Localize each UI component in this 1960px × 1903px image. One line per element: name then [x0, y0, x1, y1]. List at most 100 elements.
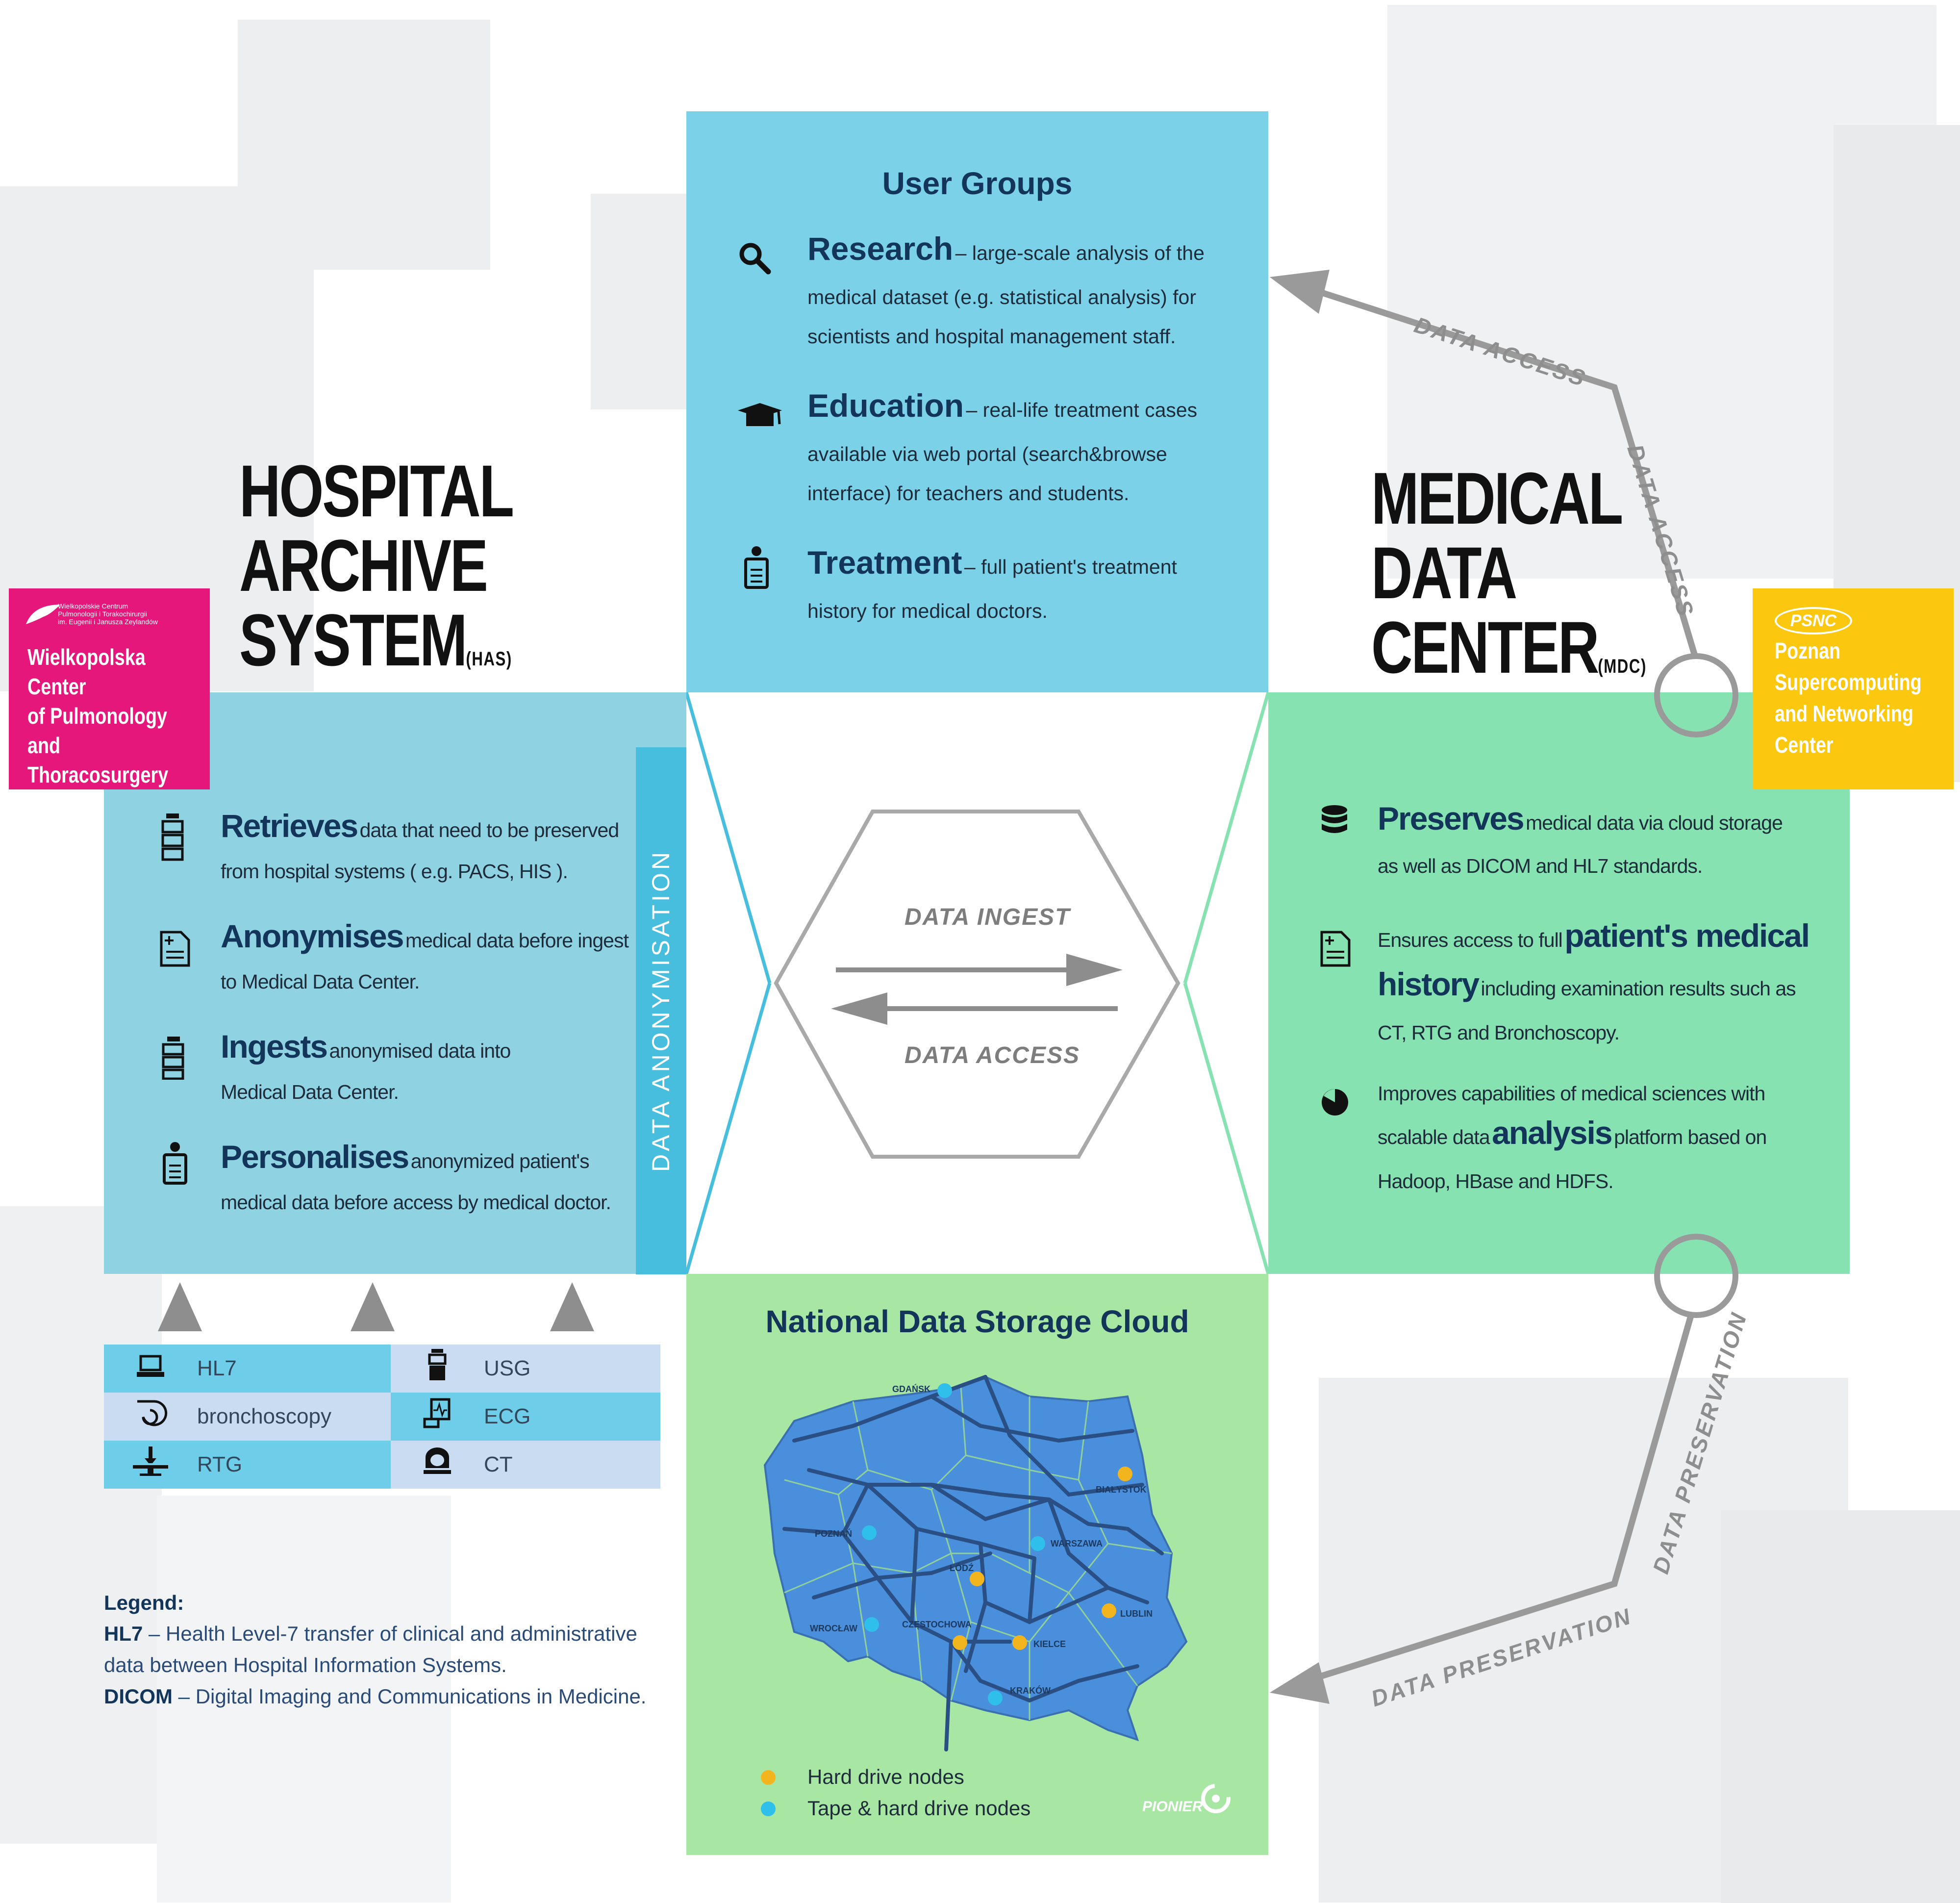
computer-icon	[128, 1352, 173, 1386]
city-label: BIAŁYSTOK	[1096, 1485, 1147, 1495]
poland-map	[763, 1375, 1188, 1751]
has-title: HOSPITAL ARCHIVE SYSTEM(HAS)	[239, 450, 514, 696]
wcp-line: Wielkopolska	[27, 644, 146, 670]
center-hexagon	[774, 810, 1181, 1159]
device-label: ECG	[484, 1404, 531, 1428]
city-label: KRAKÓW	[1010, 1686, 1051, 1696]
bronchoscope-icon	[128, 1397, 173, 1436]
ingests-line: anonymised data into	[329, 1040, 511, 1062]
device-label: USG	[484, 1356, 531, 1380]
mdc-abbr: (MDC)	[1598, 656, 1647, 677]
research-keyword: Research	[807, 230, 954, 267]
document-plus-icon	[1320, 930, 1351, 973]
legend-dicom-def: – Digital Imaging and Communications in …	[173, 1685, 647, 1708]
legend-hl7-term: HL7	[104, 1622, 143, 1645]
source-arrowhead	[550, 1282, 594, 1331]
ingests-keyword: Ingests	[221, 1028, 328, 1065]
wcp-line: of Pulmonology	[27, 703, 167, 729]
improves-line: Hadoop, HBase and HDFS.	[1378, 1170, 1614, 1193]
city-label: CZĘSTOCHOWA	[902, 1620, 972, 1629]
device-label: RTG	[197, 1452, 243, 1476]
mdc-item-improves: Improves capabilities of medical science…	[1378, 1074, 1829, 1201]
city-label: LUBLIN	[1120, 1609, 1153, 1619]
legend-dicom-term: DICOM	[104, 1685, 173, 1708]
mdc-item-access: Ensures access to full patient's medical…	[1378, 916, 1829, 1052]
preserves-line: medical data via cloud storage	[1526, 812, 1783, 834]
wcp-line: and Thoracosurgery	[27, 733, 169, 787]
wcp-small-line: Pulmonologii i Torakochirurgii	[58, 610, 147, 618]
data-access-flow-node	[1654, 653, 1738, 737]
user-groups-panel: User Groups Research – large-scale analy…	[686, 111, 1268, 692]
city-label: KIELCE	[1033, 1639, 1066, 1649]
legend-hdd-dot	[761, 1770, 776, 1785]
retrieves-line: from hospital systems ( e.g. PACS, HIS )…	[221, 860, 568, 883]
has-item-anonymises: Anonymises medical data before ingest to…	[221, 918, 632, 1000]
patient-clipboard-icon	[743, 545, 770, 595]
data-preservation-flow-node	[1654, 1234, 1738, 1318]
node-tape-poznan	[862, 1525, 877, 1540]
node-tape-wroclaw	[864, 1617, 879, 1632]
data-preservation-flow-line	[1313, 1313, 1695, 1682]
device-label: CT	[484, 1452, 513, 1476]
data-preservation-flow-arrowhead	[1270, 1662, 1330, 1704]
data-access-label: DATA ACCESS	[905, 1042, 1080, 1068]
pionier-logo-icon	[1201, 1784, 1231, 1813]
wcp-small-line: Wielkopolskie Centrum	[58, 602, 128, 610]
device-label: HL7	[197, 1356, 237, 1380]
has-item-retrieves: Retrieves data that need to be preserved…	[221, 808, 632, 890]
wcp-small-line: im. Eugenii i Janusza Zeylandów	[58, 618, 158, 626]
user-group-research: Research – large-scale analysis of the m…	[807, 229, 1249, 356]
ecg-icon	[415, 1397, 459, 1436]
node-tape-krakow	[988, 1691, 1003, 1705]
user-group-treatment: Treatment – full patient's treatment his…	[807, 543, 1249, 631]
pionier-logo: PIONIER	[1142, 1799, 1203, 1815]
psnc-badge: PSNC	[1775, 607, 1852, 634]
legend-hl7-cont: data between Hospital Information System…	[104, 1653, 507, 1676]
node-hdd-czestochowa	[953, 1635, 967, 1650]
mdc-title-line: CENTER	[1371, 606, 1599, 688]
device-usg: USG	[391, 1345, 660, 1393]
anonymises-line: to Medical Data Center.	[221, 970, 420, 993]
psnc-line: Supercomputing	[1775, 669, 1922, 695]
node-tape-gdansk	[937, 1383, 952, 1398]
has-title-line: HOSPITAL	[239, 450, 514, 532]
city-label: ŁÓDŹ	[950, 1563, 974, 1573]
database-icon	[1320, 804, 1349, 841]
research-line: scientists and hospital management staff…	[807, 325, 1176, 348]
ingests-line: Medical Data Center.	[221, 1081, 399, 1103]
psnc-line: Center	[1775, 732, 1834, 758]
ultrasound-icon	[415, 1348, 459, 1389]
history-keyword: history	[1378, 966, 1480, 1002]
document-plus-icon	[159, 930, 191, 973]
device-bronchoscopy: bronchoscopy	[104, 1393, 391, 1441]
treatment-keyword: Treatment	[807, 544, 962, 581]
device-ecg: ECG	[391, 1393, 660, 1441]
retrieves-keyword: Retrieves	[221, 808, 358, 844]
mdc-item-preserves: Preserves medical data via cloud storage…	[1378, 799, 1829, 885]
analysis-keyword: analysis	[1492, 1115, 1613, 1151]
patient-clipboard-icon	[161, 1141, 189, 1191]
xray-table-icon	[128, 1446, 173, 1484]
improves-line: platform based on	[1614, 1126, 1767, 1148]
device-table: HL7 USG bronchoscopy ECG RTG CT	[104, 1345, 660, 1489]
ingest-arrowhead	[1066, 954, 1123, 986]
node-hdd-lodz	[970, 1572, 984, 1586]
node-tape-warszawa	[1030, 1536, 1045, 1551]
wcp-leaf-icon	[26, 605, 60, 624]
psnc-line: and Networking	[1775, 701, 1913, 726]
research-line: – large-scale analysis of the	[955, 242, 1205, 264]
personalises-line: medical data before access by medical do…	[221, 1191, 611, 1214]
preserves-line: as well as DICOM and HL7 standards.	[1378, 855, 1703, 877]
node-hdd-lublin	[1102, 1603, 1116, 1618]
device-rtg: RTG	[104, 1441, 391, 1489]
nds-title: National Data Storage Cloud	[765, 1304, 1189, 1339]
wcp-logo: Wielkopolskie Centrum Pulmonologii i Tor…	[9, 588, 210, 789]
node-hdd-kielce	[1012, 1635, 1027, 1650]
source-arrowhead	[351, 1282, 395, 1331]
access-arrowhead	[831, 992, 887, 1025]
bg-square	[591, 194, 686, 409]
city-label: WARSZAWA	[1051, 1539, 1103, 1548]
has-item-personalises: Personalises anonymized patient's medica…	[221, 1139, 632, 1221]
psnc-line: Poznan	[1775, 638, 1841, 663]
legend-hl7: HL7 – Health Level-7 transfer of clinica…	[104, 1622, 637, 1646]
